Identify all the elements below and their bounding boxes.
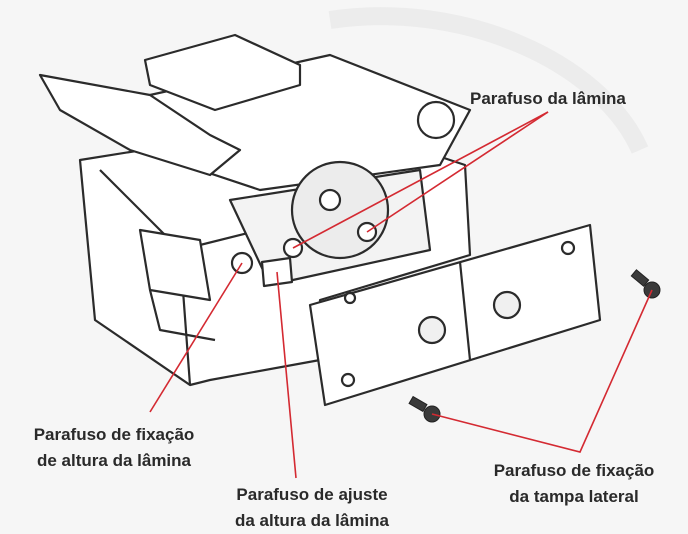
leader-blade-screw-1 — [292, 111, 549, 249]
leader-height-fix — [149, 262, 243, 413]
leader-height-adjust — [276, 271, 297, 479]
height-fix-label-line1: Parafuso de fixação — [33, 425, 195, 444]
cover-hole-small-3 — [343, 291, 357, 305]
loose-screw-left — [408, 395, 441, 423]
side-cover-screw-label: Parafuso de fixação da tampa lateral — [462, 458, 686, 510]
height-adjust-label-line1: Parafuso de ajuste — [236, 485, 388, 504]
right-knob — [416, 100, 456, 140]
blade-screw-label: Parafuso da lâmina — [470, 86, 626, 112]
leader-lines — [149, 111, 653, 479]
background-swoosh — [328, 7, 649, 154]
cover-hole-large-1 — [417, 315, 447, 345]
side-cover-fold — [458, 261, 472, 361]
loose-screw-right — [630, 269, 661, 299]
height-adjust-screw-label: Parafuso de ajuste da altura da lâmina — [206, 482, 418, 534]
side-cover-plate — [308, 223, 602, 407]
left-side-wing — [138, 228, 212, 302]
cover-hole-large-2 — [492, 290, 522, 320]
lever-arm — [38, 73, 242, 177]
cover-hole-small-2 — [560, 240, 576, 256]
height-fix-label-line2: de altura da lâmina — [37, 451, 191, 470]
height-adjust-label-line2: da altura da lâmina — [235, 511, 389, 530]
leader-side-cover — [431, 289, 653, 453]
side-cover-label-line2: da tampa lateral — [509, 487, 639, 506]
cover-hole-small-1 — [340, 372, 356, 388]
leader-blade-screw-2 — [366, 111, 549, 233]
blade-wheel — [290, 160, 390, 260]
height-fix-screw-label: Parafuso de fixação de altura da lâmina — [4, 422, 224, 474]
blade-screw-label-text: Parafuso da lâmina — [470, 89, 626, 108]
side-cover-label-line1: Parafuso de fixação — [493, 461, 655, 480]
blade-hub — [318, 188, 342, 212]
top-lid-raised — [143, 33, 302, 112]
